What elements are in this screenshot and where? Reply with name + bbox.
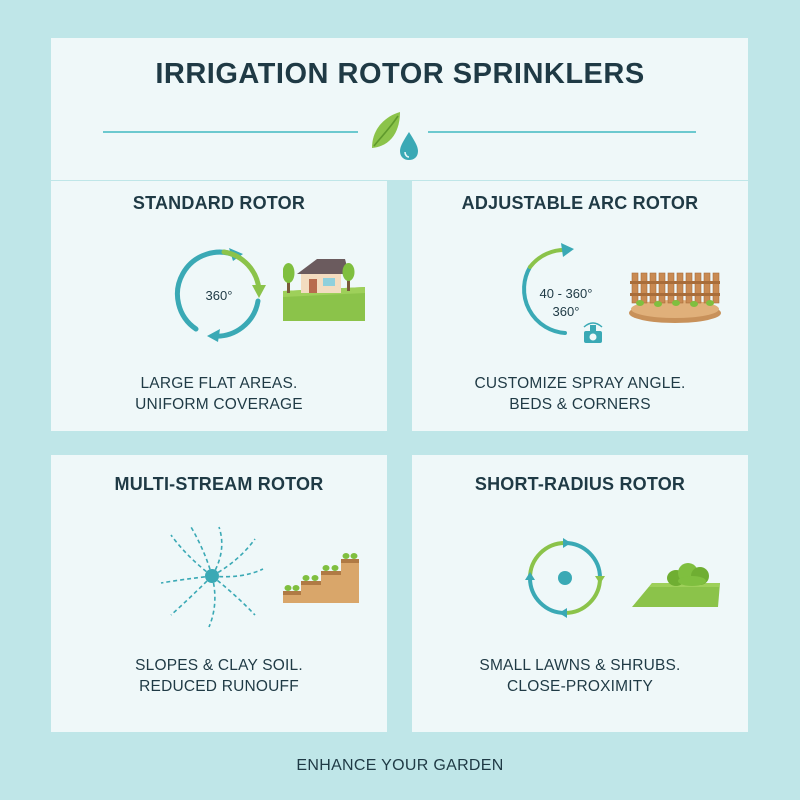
card-description: SLOPES & CLAY SOIL. REDUCED RUNOUFF: [51, 655, 387, 697]
terraced-slope-icon: [283, 553, 359, 603]
fenced-garden-bed-icon: [629, 272, 721, 323]
card-standard-rotor: STANDARD ROTOR 360° LARGE FLAT AREAS. UN…: [51, 181, 387, 431]
rotation-label: 360°: [205, 288, 233, 303]
page-title: IRRIGATION ROTOR SPRINKLERS: [155, 58, 645, 90]
card-title: SHORT-RADIUS ROTOR: [474, 474, 686, 494]
description-line-1: SMALL LAWNS & SHRUBS.: [479, 657, 681, 674]
adjustable-arc-diagram: [522, 243, 574, 335]
card-title: MULTI-STREAM ROTOR: [114, 474, 324, 494]
card-adjustable-arc-rotor: ADJUSTABLE ARC ROTOR 40 - 360° 360°: [412, 181, 748, 431]
card-description: CUSTOMIZE SPRAY ANGLE. BEDS & CORNERS: [412, 373, 748, 415]
house-lawn-icon: [283, 259, 365, 321]
description-line-1: LARGE FLAT AREAS.: [140, 375, 298, 392]
description-line-2: UNIFORM COVERAGE: [135, 396, 303, 413]
rotation-360-diagram: [174, 248, 266, 342]
description-line-1: CUSTOMIZE SPRAY ANGLE.: [474, 375, 686, 392]
divider-left: [103, 131, 358, 133]
description-line-2: REDUCED RUNOUFF: [139, 678, 299, 695]
card-short-radius-rotor: SHORT-RADIUS ROTOR SMALL LAWNS & SHRUBS.…: [412, 455, 748, 732]
description-line-2: BEDS & CORNERS: [509, 396, 651, 413]
arc-full-label: 360°: [552, 304, 580, 319]
divider-right: [428, 131, 696, 133]
card-description: SMALL LAWNS & SHRUBS. CLOSE-PROXIMITY: [412, 655, 748, 697]
card-multi-stream-rotor: MULTI-STREAM ROTOR SLOPES & CLAY SOIL.: [51, 455, 387, 732]
description-line-2: CLOSE-PROXIMITY: [507, 678, 653, 695]
card-title: STANDARD ROTOR: [132, 193, 306, 213]
leaf-water-drop-icon: [372, 112, 418, 160]
footer-tagline: ENHANCE YOUR GARDEN: [296, 757, 504, 774]
description-line-1: SLOPES & CLAY SOIL.: [135, 657, 303, 674]
arc-range-label: 40 - 360°: [539, 286, 593, 301]
multi-stream-spray-diagram: [160, 526, 264, 628]
shrub-lawn-icon: [632, 563, 720, 607]
sprinkler-head-icon: [583, 322, 603, 343]
card-description: LARGE FLAT AREAS. UNIFORM COVERAGE: [51, 373, 387, 415]
header-card: [51, 38, 748, 180]
card-title: ADJUSTABLE ARC ROTOR: [461, 193, 699, 213]
short-radius-rotation-diagram: [525, 538, 605, 618]
